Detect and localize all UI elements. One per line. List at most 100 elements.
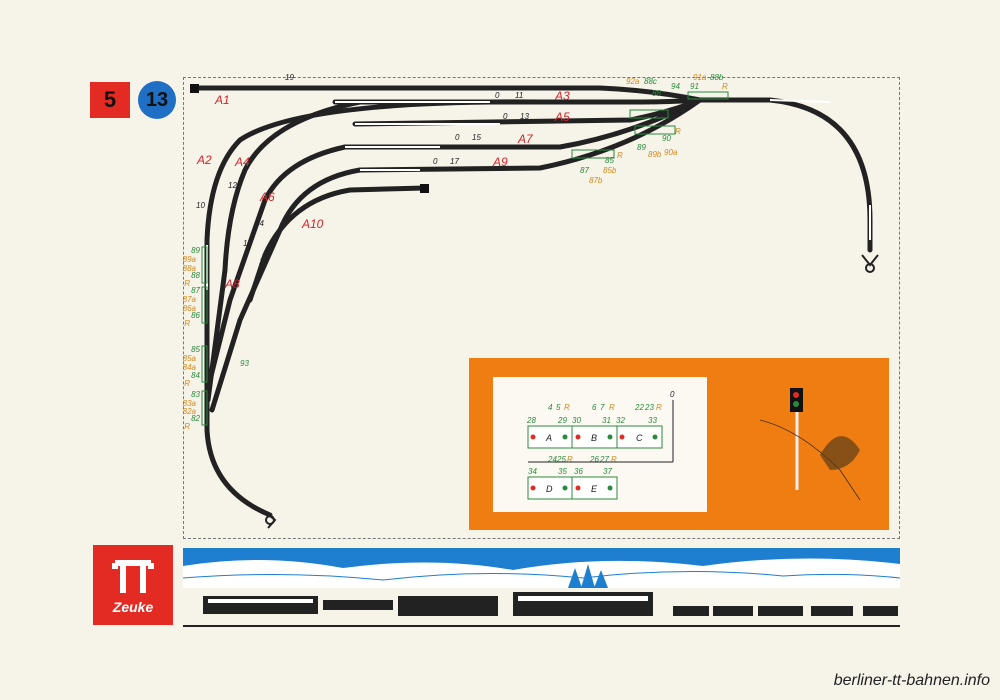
- label-a2: A2: [196, 153, 212, 167]
- track-layout-frame: [183, 77, 900, 539]
- label-a6: A6: [259, 190, 275, 204]
- switch-19: 19: [285, 73, 294, 82]
- contact-89b: 89b: [648, 150, 662, 159]
- feed-0-c: 0: [455, 133, 460, 142]
- contact-r1: R: [722, 82, 728, 91]
- panel-num-24: 24: [547, 455, 557, 464]
- panel-num-7: 7: [600, 403, 605, 412]
- label-a3: A3: [554, 89, 570, 103]
- contact-90a: 90a: [664, 148, 678, 157]
- contact-left-r2: R: [184, 319, 190, 328]
- track-loop-right: [697, 97, 873, 253]
- panel-term-36: 36: [574, 467, 583, 476]
- panel-term-35: 35: [558, 467, 567, 476]
- label-a10: A10: [301, 217, 324, 231]
- contact-87: 87: [580, 166, 589, 175]
- label-a8: A8: [224, 277, 240, 291]
- contact-88b: 88b: [710, 73, 724, 82]
- contact-left-87a: 87a: [183, 295, 197, 304]
- contact-92a: 92a: [626, 77, 640, 86]
- contact-90: 90: [662, 134, 671, 143]
- panel-num-22: 22: [634, 403, 644, 412]
- panel-button-c: C: [636, 433, 643, 443]
- contact-left-84a: 84a: [183, 363, 197, 372]
- panel-button-e: E: [591, 484, 598, 494]
- panel-term-37: 37: [603, 467, 612, 476]
- track-a9: [357, 97, 703, 173]
- contact-89: 89: [637, 143, 646, 152]
- watermark-text: berliner-tt-bahnen.info: [833, 672, 990, 689]
- contact-85: 85: [605, 156, 614, 165]
- panel-term-28: 28: [526, 416, 536, 425]
- panel-term-29: 29: [557, 416, 567, 425]
- chapter-badge: 5: [90, 82, 130, 118]
- switch-93: 93: [240, 359, 249, 368]
- buffer-stop-right: [861, 254, 879, 273]
- panel-button-b: B: [591, 433, 597, 443]
- contact-left-84: 84: [191, 371, 200, 380]
- panel-button-d: D: [546, 484, 553, 494]
- contact-left-82: 82: [191, 414, 200, 423]
- feed-0-b: 0: [503, 112, 508, 121]
- track-a4: [205, 99, 363, 403]
- contact-left-83a: 83a: [183, 399, 197, 408]
- panel-num-4: 4: [548, 403, 553, 412]
- contact-left-86a: 86a: [183, 304, 197, 313]
- contact-left-83: 83: [191, 390, 200, 399]
- track-a10: [247, 185, 428, 303]
- switch-94: 94: [671, 82, 680, 91]
- panel-num-r3: R: [656, 403, 662, 412]
- track-a2: [204, 99, 543, 518]
- switch-12: 12: [228, 181, 237, 190]
- tt-logo-icon: [112, 560, 154, 593]
- landscape-train-banner: [183, 548, 900, 627]
- switch-10: 10: [196, 201, 205, 210]
- panel-num-0: 0: [670, 390, 675, 399]
- panel-num-r5: R: [611, 455, 617, 464]
- signal-illustration: [759, 388, 861, 501]
- label-a5: A5: [554, 110, 570, 124]
- switch-17: 17: [450, 157, 459, 166]
- contact-left-89: 89: [191, 246, 200, 255]
- label-a9: A9: [492, 155, 508, 169]
- plan-number-badge: 13: [138, 81, 176, 119]
- track-a7: [342, 97, 703, 150]
- panel-num-r1: R: [564, 403, 570, 412]
- panel-num-r2: R: [609, 403, 615, 412]
- zeuke-logo: Zeuke: [93, 545, 173, 625]
- contact-left-r1: R: [184, 279, 190, 288]
- panel-term-34: 34: [528, 467, 537, 476]
- panel-num-6: 6: [592, 403, 597, 412]
- switch-15: 15: [472, 133, 481, 142]
- buffer-stop-bottom: [264, 511, 277, 529]
- contact-87b: 87b: [589, 176, 603, 185]
- panel-term-32: 32: [616, 416, 625, 425]
- label-a7: A7: [517, 132, 534, 146]
- contact-r2: R: [675, 127, 681, 136]
- contact-88c: 88c: [644, 77, 657, 86]
- contact-left-r4: R: [184, 422, 190, 431]
- switch-18: 18: [259, 257, 268, 266]
- contact-left-r3: R: [184, 379, 190, 388]
- panel-button-a: A: [545, 433, 552, 443]
- contact-88: 88: [652, 89, 661, 98]
- switch-11: 11: [515, 91, 523, 100]
- contact-left-85: 85: [191, 345, 200, 354]
- contact-r3: R: [617, 151, 623, 160]
- contact-91a: 91a: [693, 73, 707, 82]
- contact-left-82a: 82a: [183, 407, 197, 416]
- contact-left-88a: 88a: [183, 264, 197, 273]
- contact-91: 91: [690, 82, 699, 91]
- switch-13: 13: [520, 112, 529, 121]
- contact-left-86: 86: [191, 311, 200, 320]
- label-a4: A4: [234, 155, 250, 169]
- panel-term-31: 31: [602, 416, 611, 425]
- panel-term-30: 30: [572, 416, 581, 425]
- panel-num-5: 5: [556, 403, 561, 412]
- panel-num-23: 23: [644, 403, 654, 412]
- panel-num-26: 26: [589, 455, 599, 464]
- track-a6: [207, 144, 348, 383]
- switch-16: 16: [243, 239, 252, 248]
